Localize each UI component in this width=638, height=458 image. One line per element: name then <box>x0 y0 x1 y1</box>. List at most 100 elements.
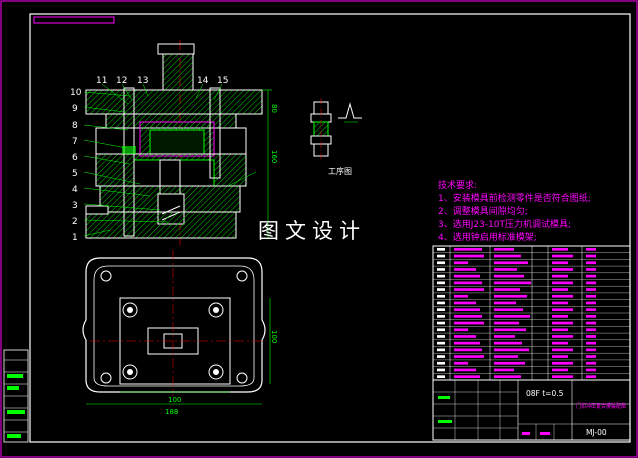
note-item: 4、选用钟启用标准模架; <box>438 231 537 243</box>
note-item: 1、安装模具前检测零件是否符合图纸; <box>438 192 591 204</box>
bom-cell-text <box>552 294 573 298</box>
bom-cell-text <box>586 248 596 251</box>
bom-cell-text <box>586 335 596 338</box>
bom-cell-text <box>586 294 596 298</box>
bom-cell-text <box>552 248 568 251</box>
drawing-code: MJ-00 <box>586 428 607 437</box>
left-revision-strip <box>3 349 29 443</box>
part-number: 3 <box>72 201 78 211</box>
bom-cell-text <box>454 288 484 291</box>
bom-cell-text <box>494 274 524 278</box>
bom-cell-text <box>552 361 573 365</box>
bom-cell-text <box>552 254 573 258</box>
bom-cell-text <box>454 248 482 251</box>
bom-cell-text <box>586 274 596 278</box>
bom-cell-text <box>494 321 519 325</box>
bom-cell-text <box>494 248 514 251</box>
bom-cell-text <box>552 335 573 338</box>
plan-view: 100 188 100 <box>82 250 278 416</box>
svg-text:100: 100 <box>168 396 181 404</box>
bom-cell-text <box>437 301 445 305</box>
note-item: 2、调整模具间隙均匀; <box>438 205 528 217</box>
bom-cell-text <box>454 254 484 258</box>
part-number: 5 <box>72 169 78 179</box>
bom-cell-text <box>454 341 480 345</box>
drawing-border <box>29 13 631 443</box>
bom-cell-text <box>437 361 445 365</box>
bom-cell-text <box>494 368 514 372</box>
bom-cell-text <box>586 281 596 285</box>
svg-text:160: 160 <box>270 150 278 163</box>
bom-cell-text <box>586 315 596 318</box>
bom-cell-text <box>454 368 476 372</box>
bom-cell-text <box>437 268 445 271</box>
bom-cell-text <box>586 328 596 332</box>
part-number: 11 <box>96 76 107 86</box>
bom-cell-text <box>586 341 596 345</box>
part-number: 8 <box>72 121 78 131</box>
part-number: 13 <box>137 76 148 86</box>
bom-cell-text <box>586 254 596 258</box>
bom-cell-text <box>437 254 445 258</box>
section-view: 80 160 <box>83 40 278 245</box>
bom-cell-text <box>437 341 445 345</box>
bom-cell-text <box>552 281 573 285</box>
bom-cell-text <box>552 268 573 271</box>
bom-cell-text <box>586 361 596 365</box>
bom-cell-text <box>586 368 596 372</box>
bom-cell-text <box>494 261 528 265</box>
bom-cell-text <box>437 274 445 278</box>
bom-cell-text <box>454 274 480 278</box>
bom-cell-text <box>437 355 445 358</box>
svg-text:100: 100 <box>270 330 278 343</box>
part-number: 4 <box>72 185 78 195</box>
bom-cell-text <box>494 308 523 311</box>
bom-cell-text <box>552 328 568 332</box>
part-number: 7 <box>72 137 78 147</box>
bom-cell-text <box>437 248 445 251</box>
bom-cell-text <box>552 368 568 372</box>
bom-cell-text <box>437 368 445 372</box>
technical-notes: 技术要求: 1、安装模具前检测零件是否符合图纸; 2、调整模具间隙均匀; 3、选… <box>438 179 591 243</box>
bom-cell-text <box>494 355 518 358</box>
bom-cell-text <box>494 328 526 332</box>
part-number: 1 <box>72 233 78 243</box>
bom-cell-text <box>454 261 468 265</box>
part-number: 9 <box>72 104 78 114</box>
title-block: 08F t=0.5 门扣冲压复合模装配图 MJ-00 <box>432 379 631 441</box>
bom-cell-text <box>454 328 468 332</box>
bom-cell-text <box>437 281 445 285</box>
bom-cell-text <box>552 288 568 291</box>
bom-cell-text <box>586 308 596 311</box>
corner-mark <box>33 16 115 24</box>
bom-cell-text <box>494 335 515 338</box>
bom-cell-text <box>494 341 522 345</box>
bom-cell-text <box>552 375 573 378</box>
bom-cell-text <box>454 375 480 378</box>
notes-title: 技术要求: <box>438 179 477 191</box>
bom-cell-text <box>586 268 596 271</box>
bom-cell-text <box>552 274 568 278</box>
bom-cell-text <box>586 375 596 378</box>
bom-cell-text <box>494 288 520 291</box>
bom-cell-text <box>437 308 445 311</box>
bom-cell-text <box>552 348 573 352</box>
bom-cell-text <box>552 341 568 345</box>
bom-table <box>432 245 631 381</box>
bom-cell-text <box>494 301 516 305</box>
part-number: 15 <box>217 76 228 86</box>
bom-cell-text <box>454 308 480 311</box>
bom-cell-text <box>494 348 529 352</box>
bom-cell-text <box>437 261 445 265</box>
svg-text:80: 80 <box>270 104 278 113</box>
bom-cell-text <box>586 321 596 325</box>
bom-cell-text <box>552 321 573 325</box>
bom-cell-text <box>454 348 482 352</box>
bom-cell-text <box>454 281 482 285</box>
part-numbers-left: 10 9 8 7 6 5 4 3 2 1 <box>70 88 82 243</box>
part-number: 14 <box>197 76 209 86</box>
bom-cell-text <box>437 288 445 291</box>
bom-cell-text <box>454 301 476 305</box>
material-label: 08F t=0.5 <box>526 389 564 398</box>
part-number: 6 <box>72 153 78 163</box>
